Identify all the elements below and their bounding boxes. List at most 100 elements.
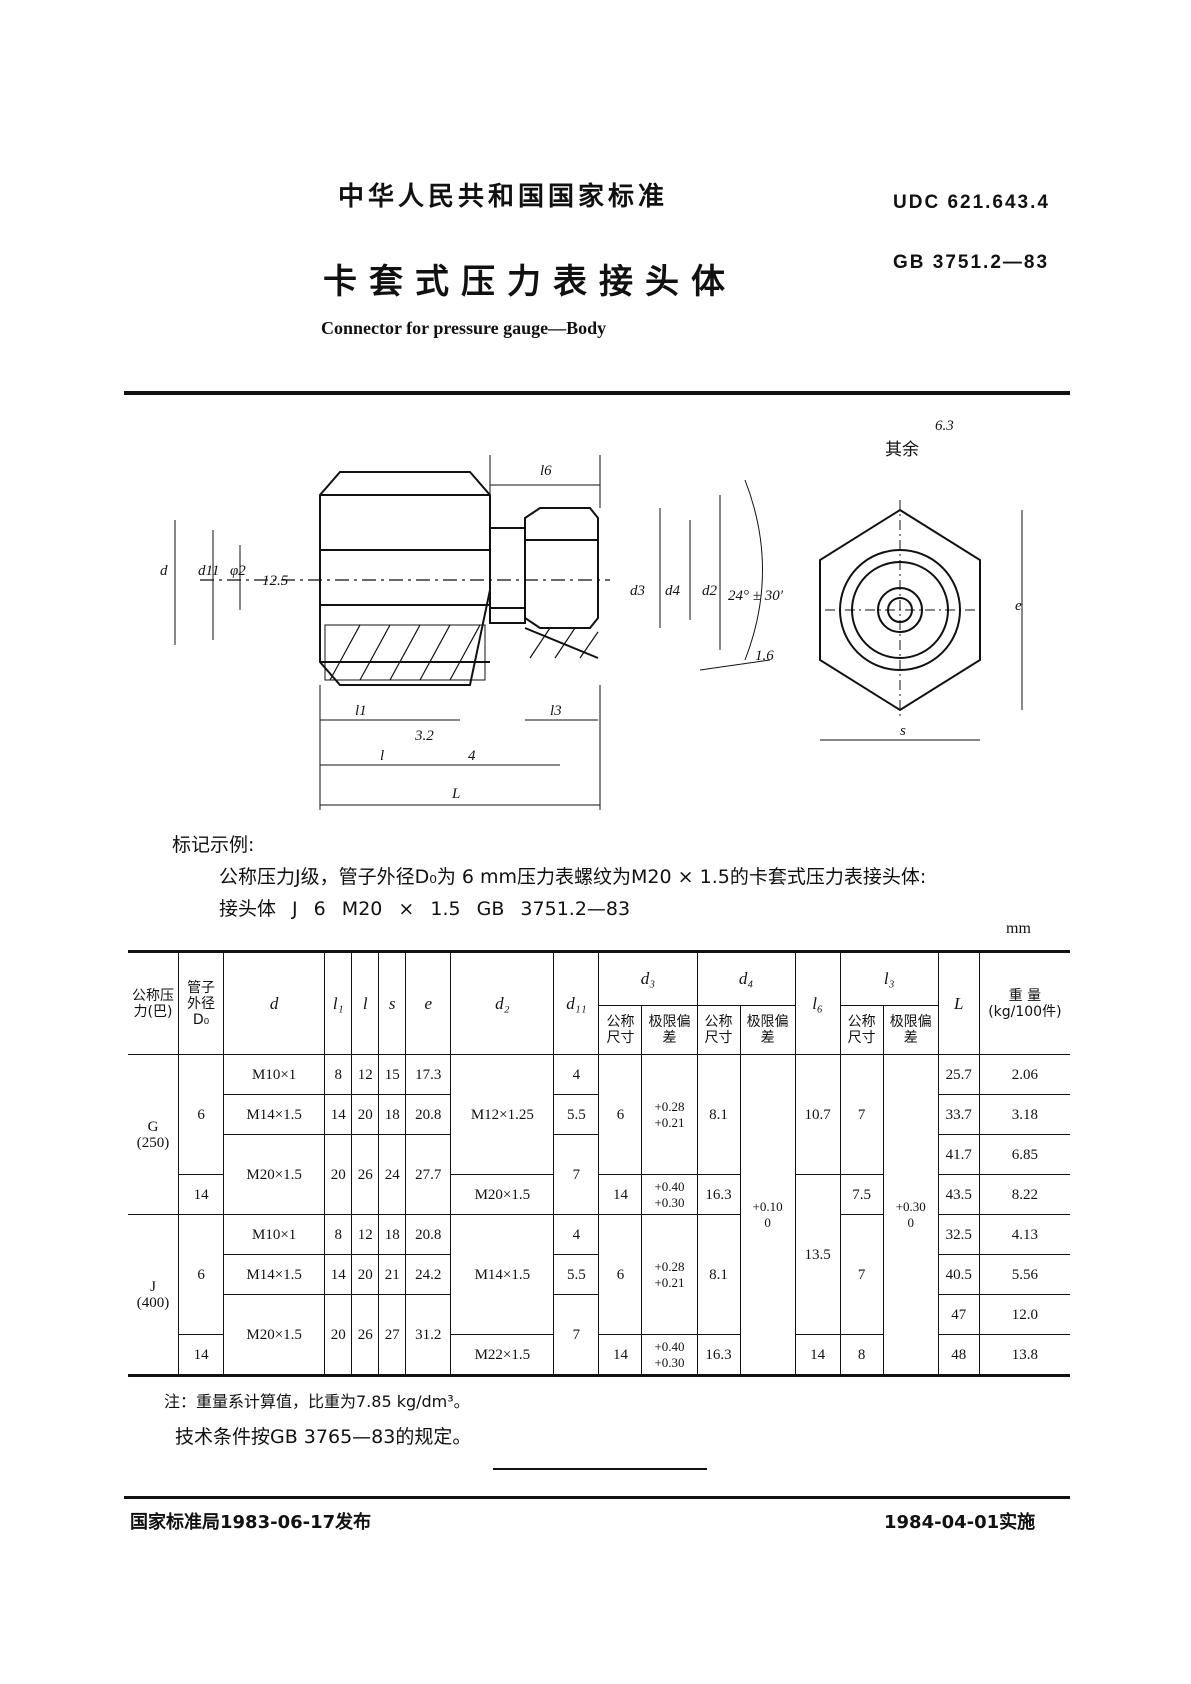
marking-description: 公称压力J级，管子外径D₀为 6 mm压力表螺纹为M20 × 1.5的卡套式压力… <box>219 866 927 888</box>
cell-e: 27.7 <box>405 1134 452 1215</box>
label-4: 4 <box>468 748 476 764</box>
label-roughness-1-6: 1.6 <box>755 648 774 664</box>
table-row: M20×1.5 20 26 27 31.2 7 47 12.0 <box>128 1294 1070 1376</box>
dev-upper: +0.28 <box>654 1098 685 1114</box>
cell-l: 20 <box>351 1094 380 1135</box>
cell-d3-dev: +0.40+0.30 <box>641 1174 698 1215</box>
header-weight-label: 重 量 <box>1008 987 1042 1004</box>
issue-date: 国家标准局1983-06-17发布 <box>130 1512 372 1533</box>
cell-l1: 20 <box>324 1134 353 1215</box>
header-l: l <box>351 951 380 1055</box>
cell-weight: 6.85 <box>978 1134 1070 1175</box>
dev-lower: 0 <box>764 1214 771 1230</box>
dev-lower: 0 <box>907 1214 914 1230</box>
header-weight: 重 量(kg/100件) <box>978 951 1070 1055</box>
dev-lower: +0.21 <box>654 1274 685 1290</box>
title-english: Connector for pressure gauge—Body <box>321 318 607 338</box>
cell-od: 14 <box>178 1174 225 1215</box>
header-l6: l₆ <box>794 951 841 1055</box>
label-angle: 24° ± 30′ <box>728 588 784 604</box>
cell-s: 27 <box>378 1294 407 1376</box>
dev-upper: +0.28 <box>654 1258 685 1274</box>
cell-d3: 14 <box>598 1334 643 1376</box>
cell-L: 32.5 <box>937 1214 980 1255</box>
cell-d4: 16.3 <box>696 1334 741 1376</box>
cell-l: 12 <box>351 1214 380 1255</box>
cell-L: 40.5 <box>937 1254 980 1295</box>
dev-lower: +0.21 <box>654 1114 685 1130</box>
cell-d: M14×1.5 <box>223 1094 326 1135</box>
cell-d11: 4 <box>553 1214 600 1255</box>
table-row: M14×1.5 14 20 21 24.2 5.5 40.5 5.56 <box>128 1254 1070 1295</box>
title-chinese: 卡套式压力表接头体 <box>323 262 737 302</box>
end-rule <box>493 1468 707 1470</box>
cell-d11: 4 <box>553 1054 600 1095</box>
label-e: e <box>1015 598 1022 614</box>
cell-d: M20×1.5 <box>223 1134 326 1215</box>
cell-L: 25.7 <box>937 1054 980 1095</box>
cell-l3: 7 <box>839 1214 884 1335</box>
cell-d4: 16.3 <box>696 1174 741 1215</box>
header-d3: d₃ <box>598 951 698 1006</box>
cell-od: 6 <box>178 1214 225 1335</box>
cell-d2: M12×1.25 <box>450 1054 555 1175</box>
cell-e: 20.8 <box>405 1214 452 1255</box>
header-l1: l₁ <box>324 951 353 1055</box>
implement-date: 1984-04-01实施 <box>884 1512 1036 1533</box>
standard-organization: 中华人民共和国国家标准 <box>338 182 669 212</box>
dev-upper: +0.40 <box>654 1178 685 1194</box>
label-roughness-6-3: 6.3 <box>935 418 954 434</box>
dev-upper: +0.30 <box>895 1198 926 1214</box>
cell-weight: 2.06 <box>978 1054 1070 1095</box>
cell-e: 17.3 <box>405 1054 452 1095</box>
dev-upper: +0.10 <box>752 1198 783 1214</box>
header-d3-deviation: 极限偏差 <box>641 1005 698 1055</box>
label-l1: l1 <box>355 703 367 719</box>
note-weight: 注：重量系计算值，比重为7.85 kg/dm³。 <box>164 1392 470 1411</box>
header-l3: l₃ <box>839 951 939 1006</box>
header-L: L <box>937 951 980 1055</box>
header-d4: d₄ <box>696 951 796 1006</box>
label-d11: d11 <box>198 563 219 579</box>
cell-l6: 14 <box>794 1334 841 1376</box>
header-weight-unit: (kg/100件) <box>988 1003 1062 1020</box>
label-l3: l3 <box>550 703 562 719</box>
cell-d3: 6 <box>598 1214 643 1335</box>
label-d4: d4 <box>665 583 681 599</box>
cell-d11: 5.5 <box>553 1254 600 1295</box>
label-roughness-3-2: 3.2 <box>414 728 434 744</box>
cell-d: M10×1 <box>223 1054 326 1095</box>
cell-l: 12 <box>351 1054 380 1095</box>
cell-weight: 12.0 <box>978 1294 1070 1335</box>
header-d11: d₁₁ <box>553 951 600 1055</box>
cell-d: M20×1.5 <box>223 1294 326 1376</box>
cell-d2: M20×1.5 <box>450 1174 555 1215</box>
label-l6: l6 <box>540 463 552 479</box>
cell-od: 14 <box>178 1334 225 1376</box>
cell-l1: 14 <box>324 1094 353 1135</box>
cell-s: 18 <box>378 1214 407 1255</box>
label-roughness-12-5: 12.5 <box>262 573 289 589</box>
cell-d2: M22×1.5 <box>450 1334 555 1376</box>
cell-l1: 8 <box>324 1054 353 1095</box>
cell-s: 21 <box>378 1254 407 1295</box>
header-d4-nominal: 公称尺寸 <box>696 1005 741 1055</box>
cell-e: 31.2 <box>405 1294 452 1376</box>
header-l3-nominal: 公称尺寸 <box>839 1005 884 1055</box>
label-d: d <box>160 563 168 579</box>
dev-lower: +0.30 <box>654 1194 685 1210</box>
cell-d3: 6 <box>598 1054 643 1175</box>
cell-od: 6 <box>178 1054 225 1175</box>
note-technical: 技术条件按GB 3765—83的规定。 <box>175 1426 472 1448</box>
cell-l3: 7 <box>839 1054 884 1175</box>
label-d3: d3 <box>630 583 645 599</box>
udc-number: UDC 621.643.4 <box>893 192 1050 213</box>
label-L: L <box>451 786 460 802</box>
cell-d4: 8.1 <box>696 1054 741 1175</box>
unit-label: mm <box>1006 920 1031 937</box>
top-rule <box>124 391 1070 395</box>
cell-l1: 14 <box>324 1254 353 1295</box>
nipple-outline <box>524 507 599 629</box>
dev-upper: +0.40 <box>654 1338 685 1354</box>
bottom-rule <box>124 1496 1070 1499</box>
